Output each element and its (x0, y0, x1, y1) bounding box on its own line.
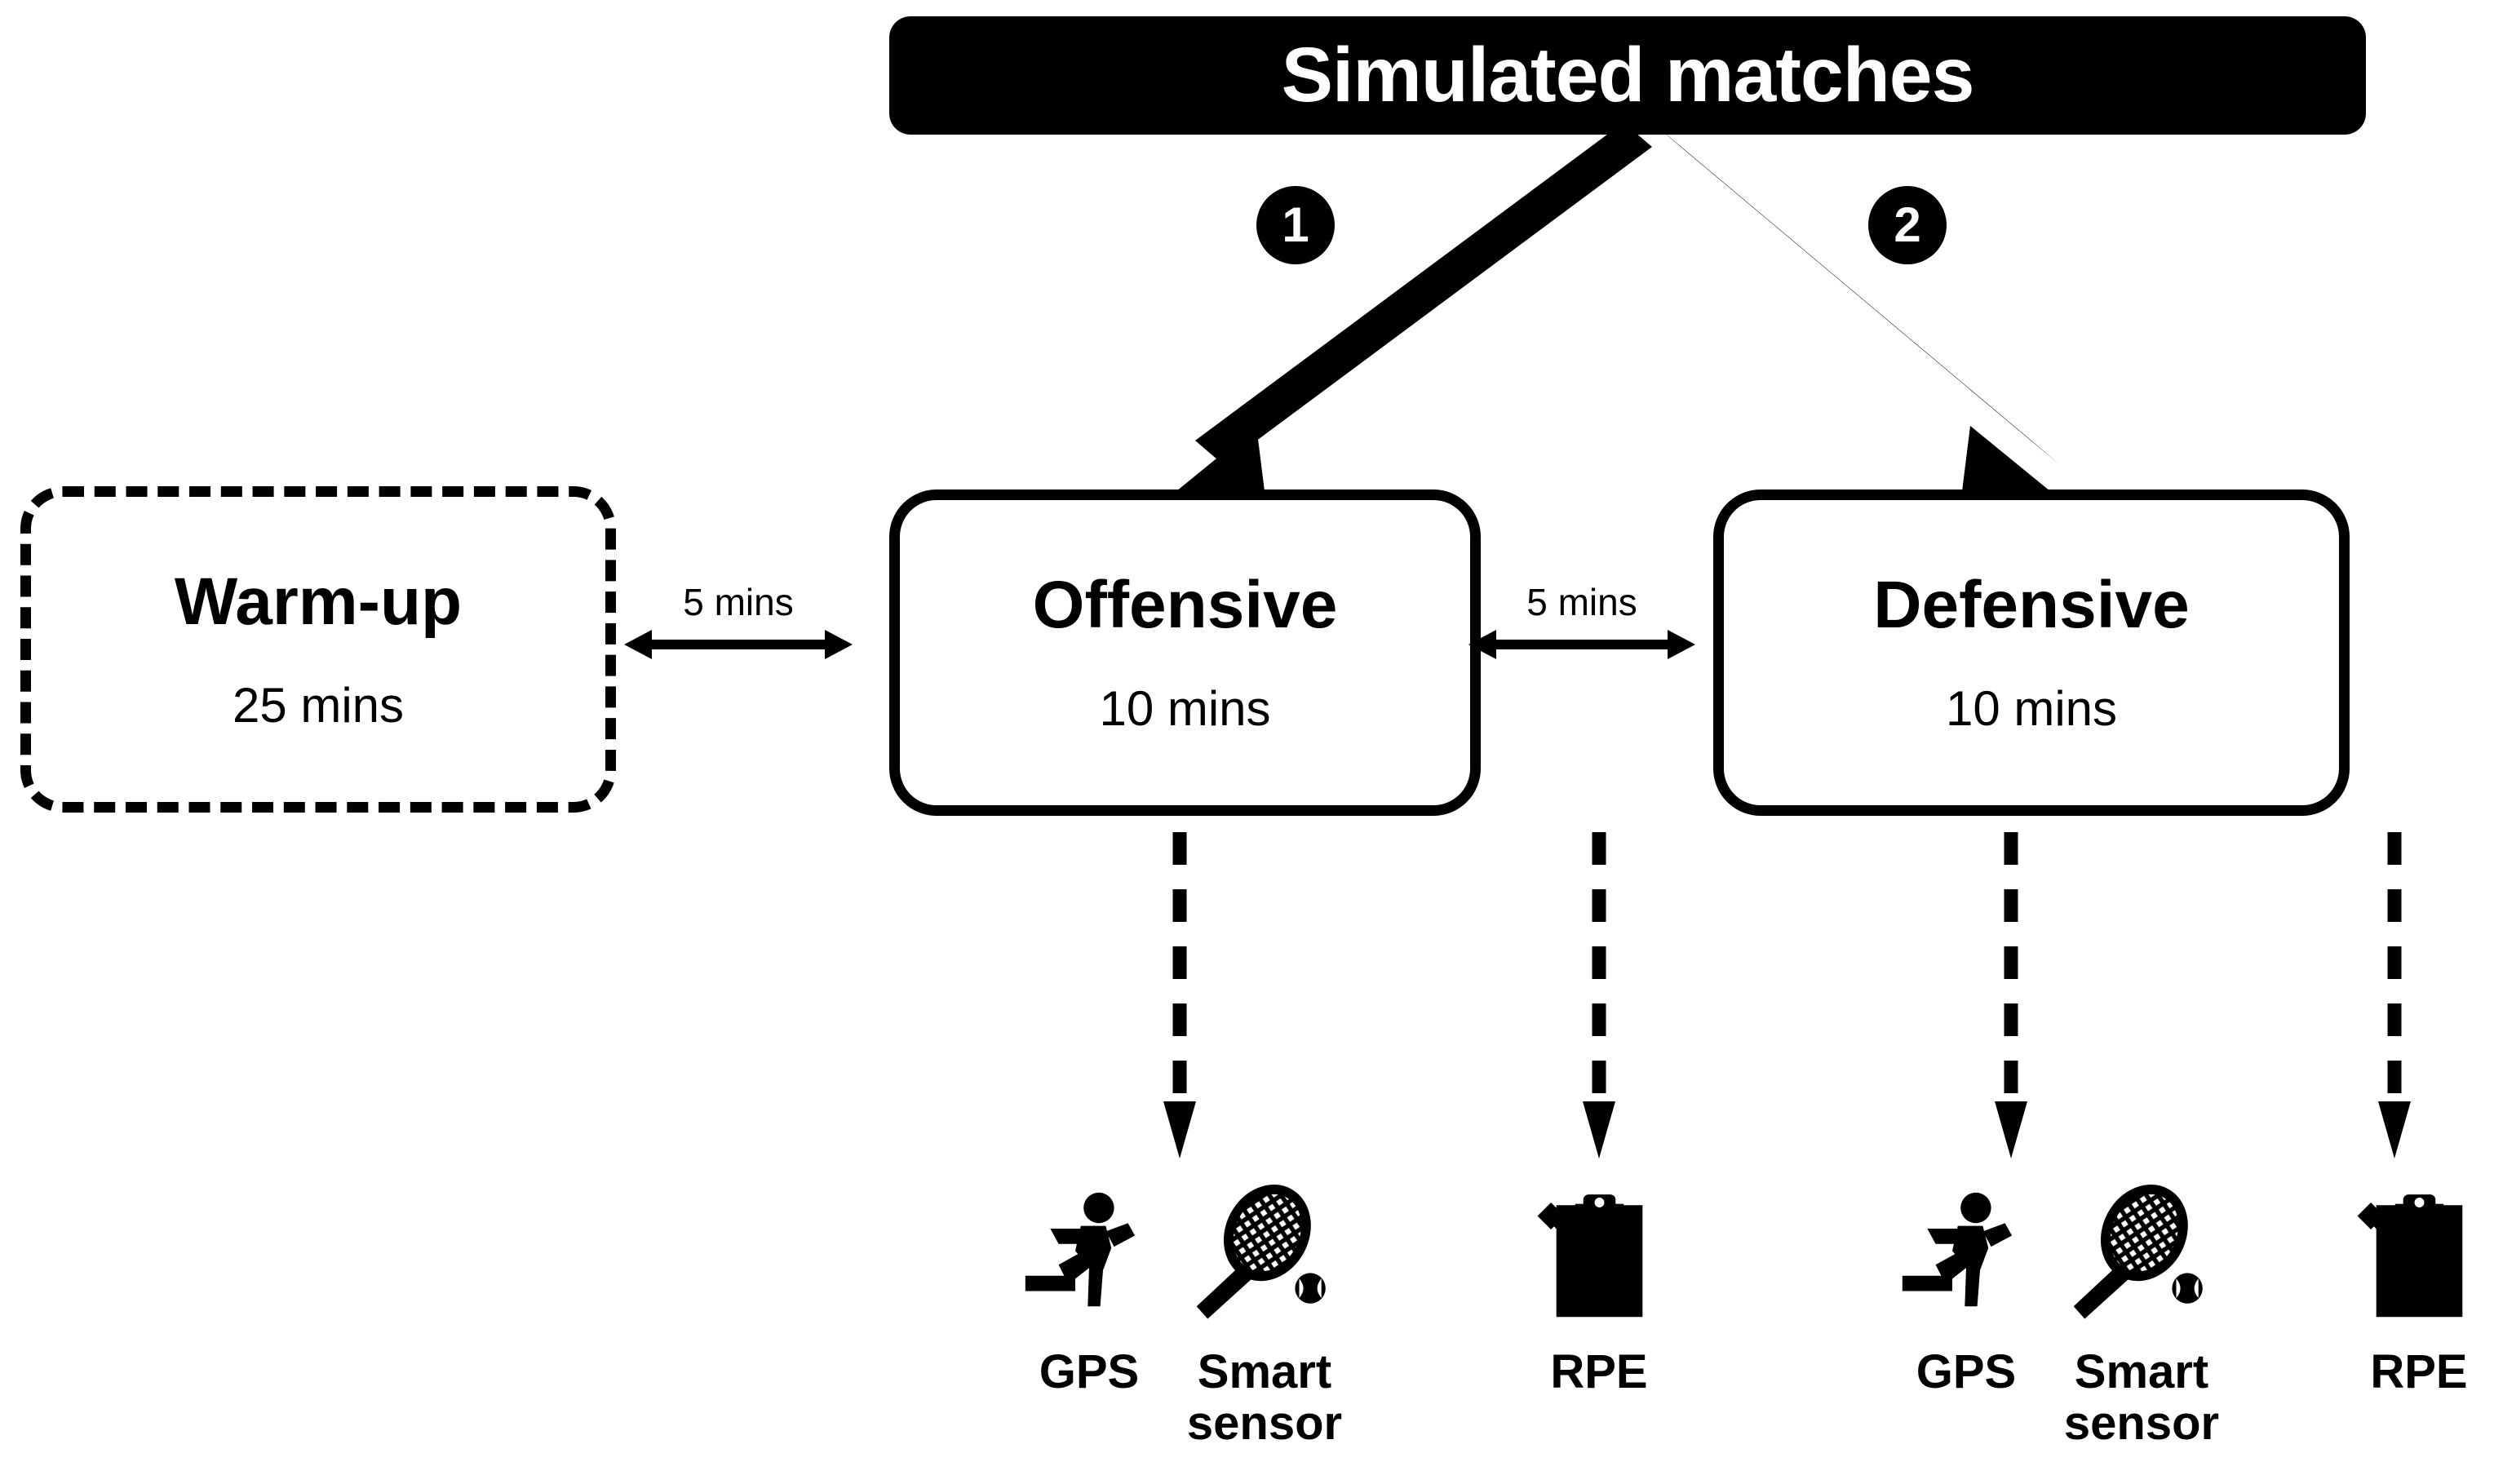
gap-arrow-warmup-offensive (624, 628, 853, 661)
stage-duration-offensive: 10 mins (1099, 681, 1271, 736)
running-person-icon (1020, 1187, 1158, 1326)
tennis-racket-icon (2064, 1184, 2219, 1326)
stage-label-warm-up: Warm-up (174, 565, 463, 639)
branch-badge-2: 2 (1868, 186, 1947, 264)
measurement-rpe-defensive: RPE (2321, 1187, 2494, 1398)
measurement-label-rpe-offensive: RPE (1550, 1345, 1648, 1398)
tennis-racket-icon (1187, 1184, 1342, 1326)
measurement-label-sensor-offensive: Smart sensor (1186, 1345, 1343, 1450)
measurement-arrow-rpe-offensive (1583, 832, 1615, 1158)
measurement-label-gps-offensive: GPS (1039, 1345, 1140, 1398)
measurement-arrow-rpe-defensive (2378, 832, 2411, 1158)
stage-label-defensive: Defensive (1873, 568, 2190, 642)
branch-arrow-1-head (1158, 426, 1265, 506)
stage-label-offensive: Offensive (1032, 568, 1338, 642)
clipboard-pencil-icon (2352, 1187, 2487, 1326)
gap-arrow-offensive-defensive (1468, 628, 1695, 661)
measurement-label-gps-defensive: GPS (1916, 1345, 2017, 1398)
gap-label-offensive-defensive: 5 mins (1526, 581, 1637, 623)
measurement-label-sensor-defensive: Smart sensor (2063, 1345, 2220, 1450)
stage-box-defensive: Defensive 10 mins (1713, 489, 2350, 816)
branch-arrow-2 (1652, 122, 2060, 465)
branch-arrow-1 (1195, 122, 1652, 465)
gap-label-warmup-offensive: 5 mins (683, 581, 794, 623)
stage-duration-warm-up: 25 mins (232, 678, 405, 733)
stage-duration-defensive: 10 mins (1945, 681, 2118, 736)
measurement-gps-offensive: GPS (991, 1187, 1187, 1398)
stage-box-warm-up: Warm-up 25 mins (20, 486, 616, 813)
measurement-rpe-offensive: RPE (1501, 1187, 1697, 1398)
running-person-icon (1897, 1187, 2036, 1326)
stage-box-offensive: Offensive 10 mins (889, 489, 1481, 816)
diagram-title-banner: Simulated matches (889, 16, 2366, 135)
measurement-sensor-offensive: Smart sensor (1142, 1184, 1387, 1450)
branch-badge-2-label: 2 (1894, 197, 1921, 252)
measurement-label-rpe-defensive: RPE (2370, 1345, 2468, 1398)
branch-arrow-2-head (1962, 426, 2068, 506)
branch-arrows-group (1061, 122, 2121, 506)
measurement-gps-defensive: GPS (1868, 1187, 2064, 1398)
measurement-sensor-defensive: Smart sensor (2019, 1184, 2264, 1450)
measurement-arrow-gps-defensive (1995, 832, 2027, 1158)
measurement-arrow-gps-offensive (1163, 832, 1196, 1158)
diagram-title: Simulated matches (1281, 32, 1975, 118)
branch-badge-1: 1 (1256, 186, 1335, 264)
clipboard-pencil-icon (1532, 1187, 1667, 1326)
branch-badge-1-label: 1 (1282, 197, 1309, 252)
